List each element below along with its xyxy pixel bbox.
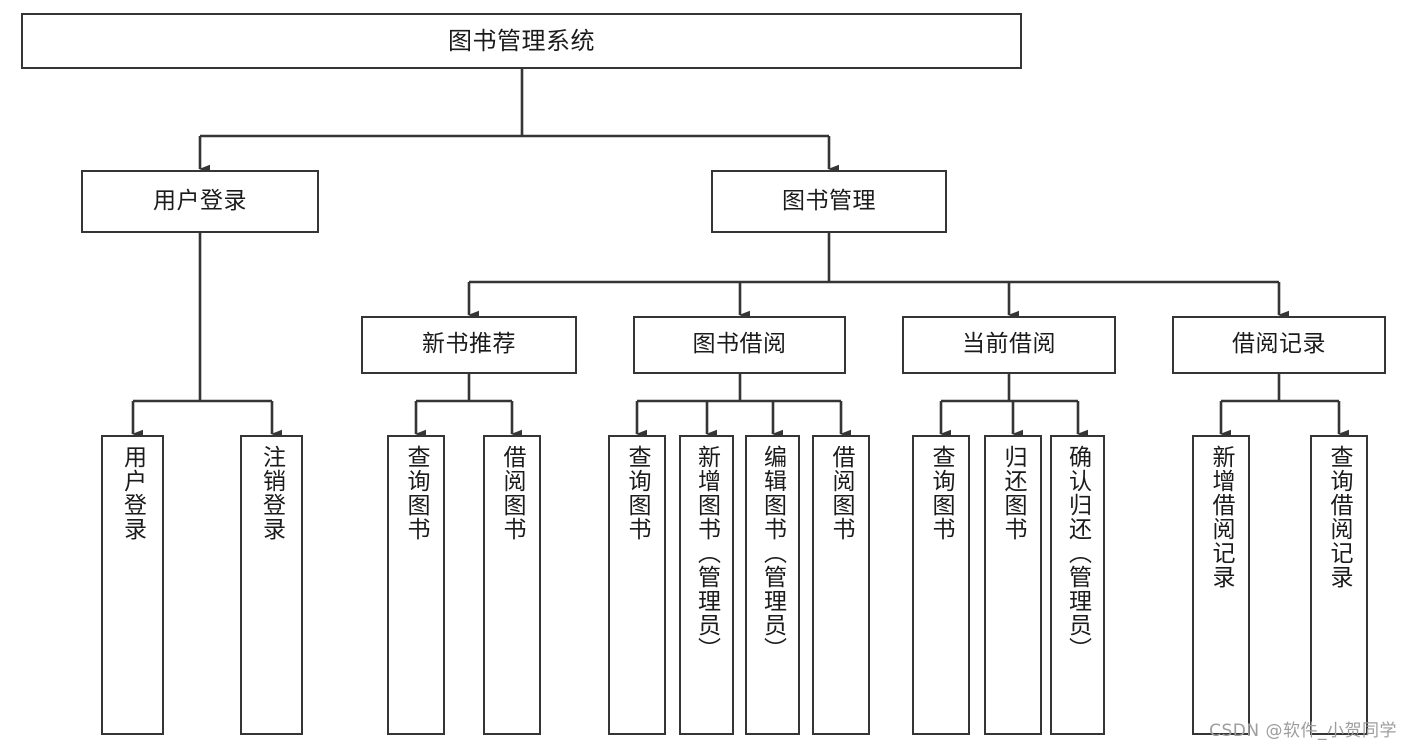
node-l_edit[interactable]: 编辑图书（管理员） [745,435,800,735]
node-label: 用户登录 [153,187,247,214]
node-label: 当前借阅 [962,331,1056,358]
node-label: 归还图书 [1000,445,1027,541]
node-current[interactable]: 当前借阅 [902,316,1116,374]
node-l_borrow2[interactable]: 借阅图书 [812,435,870,735]
node-l_add[interactable]: 新增图书（管理员） [679,435,734,735]
node-l_borrow1[interactable]: 借阅图书 [483,435,541,735]
node-l_logout[interactable]: 注销登录 [240,435,303,735]
node-bookmgmt[interactable]: 图书管理 [711,170,947,233]
node-l_query1[interactable]: 查询图书 [387,435,445,735]
node-label: 查询图书 [928,445,955,541]
node-records[interactable]: 借阅记录 [1172,316,1386,374]
node-l_login[interactable]: 用户登录 [101,435,164,735]
node-l_confirm[interactable]: 确认归还（管理员） [1050,435,1105,735]
node-login[interactable]: 用户登录 [81,170,319,233]
node-label: 新增图书（管理员） [693,445,720,661]
node-label: 借阅记录 [1232,331,1326,358]
watermark-text: CSDN @软件_小贺同学 [1209,721,1397,741]
node-root[interactable]: 图书管理系统 [21,13,1022,69]
node-l_addrec[interactable]: 新增借阅记录 [1192,435,1250,735]
node-label: 新书推荐 [422,331,516,358]
node-borrow[interactable]: 图书借阅 [633,316,846,374]
node-label: 注销登录 [258,445,285,541]
node-label: 查询图书 [624,445,651,541]
node-label: 借阅图书 [499,445,526,541]
node-l_query3[interactable]: 查询图书 [912,435,970,735]
node-label: 图书管理 [782,187,876,214]
node-l_return[interactable]: 归还图书 [984,435,1042,735]
node-l_query2[interactable]: 查询图书 [608,435,666,735]
node-l_queryrec[interactable]: 查询借阅记录 [1310,435,1368,735]
node-newbook[interactable]: 新书推荐 [361,316,577,374]
node-label: 图书管理系统 [448,26,595,55]
node-label: 用户登录 [119,445,146,541]
node-label: 查询图书 [403,445,430,541]
node-label: 编辑图书（管理员） [759,445,786,661]
node-label: 确认归还（管理员） [1064,445,1091,661]
node-label: 查询借阅记录 [1326,445,1353,589]
node-label: 图书借阅 [692,331,787,358]
node-label: 新增借阅记录 [1208,445,1235,589]
node-label: 借阅图书 [828,445,855,541]
